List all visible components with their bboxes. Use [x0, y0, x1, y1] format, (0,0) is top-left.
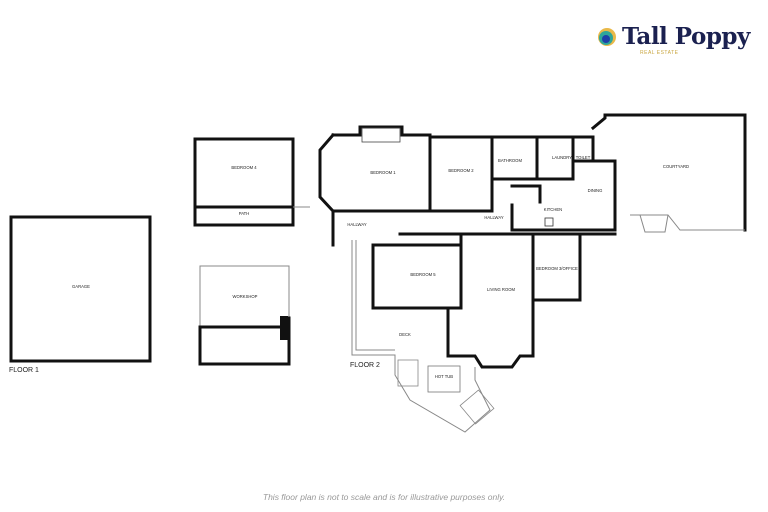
floor-1-label: FLOOR 1: [9, 367, 39, 374]
room-bathroom: BATHROOM: [498, 158, 522, 163]
bedroom-4-walls: [193, 137, 295, 227]
room-courtyard: COURTYARD: [663, 164, 689, 169]
room-bedroom-1: BEDROOM 1: [370, 170, 396, 175]
room-hallway-2: HALLWAY: [484, 215, 503, 220]
room-deck: DECK: [399, 332, 411, 337]
room-bedroom-2: BEDROOM 2: [448, 168, 474, 173]
room-kitchen: KITCHEN: [544, 207, 562, 212]
room-bedroom-4: BEDROOM 4: [231, 165, 257, 170]
floor-2-label: FLOOR 2: [350, 362, 380, 369]
room-bedroom-3-office: BEDROOM 3/OFFICE: [536, 266, 578, 271]
brand-name: Tall Poppy: [622, 23, 750, 50]
disclaimer: This floor plan is not to scale and is f…: [262, 492, 506, 502]
room-living-room: LIVING ROOM: [487, 287, 515, 292]
room-garage: GARAGE: [72, 284, 90, 289]
room-dining: DINING: [588, 188, 603, 193]
garage-walls: [9, 215, 152, 363]
room-toilet: TOILET: [576, 155, 591, 160]
brand-tagline: REAL ESTATE: [640, 50, 679, 56]
hot-tub-outline: [427, 365, 461, 393]
floor-2: BEDROOM 1 BEDROOM 2 BATHROOM LAUNDRY TOI…: [318, 113, 747, 433]
room-workshop: WORKSHOP: [233, 294, 258, 299]
room-laundry: LAUNDRY: [552, 155, 572, 160]
brand-logo: Tall Poppy REAL ESTATE: [598, 23, 758, 60]
room-hot-tub: HOT TUB: [435, 374, 453, 379]
room-hallway-1: HALLWAY: [347, 222, 366, 227]
floor-1: GARAGE BEDROOM 4 PATH WORKSHOP FLOOR 1: [9, 137, 310, 374]
room-bedroom-5: BEDROOM 5: [410, 272, 436, 277]
room-path: PATH: [239, 211, 250, 216]
poppy-logo-icon: [598, 28, 616, 46]
